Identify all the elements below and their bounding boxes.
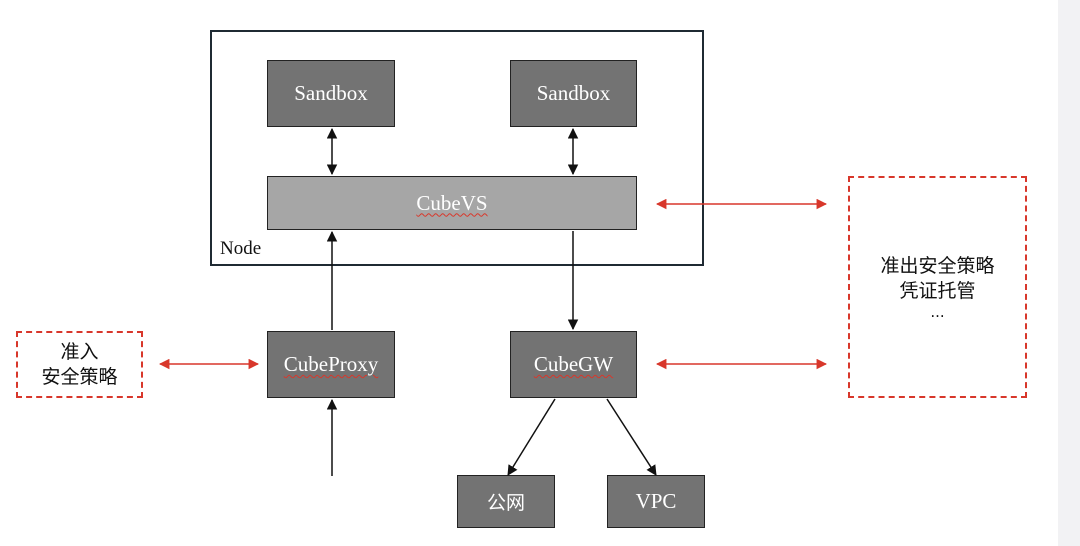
cubegw-box: CubeGW — [510, 331, 637, 398]
sandbox-left-label: Sandbox — [294, 81, 368, 105]
cubevs-label: CubeVS — [416, 190, 488, 215]
cubegw-label: CubeGW — [533, 352, 614, 376]
sandbox-right-label: Sandbox — [536, 81, 611, 105]
ingress-policy-box: 准入 安全策略 — [16, 331, 143, 398]
cubeproxy-label: CubeProxy — [283, 352, 379, 376]
vpc-label: VPC — [635, 489, 677, 513]
cubegw-to-vpc-arrow — [606, 398, 657, 476]
egress-policy-line1: 准出安全策略 — [880, 255, 995, 277]
egress-policy-box: 准出安全策略 凭证托管 ... — [848, 176, 1027, 398]
cubeproxy-box: CubeProxy — [267, 331, 395, 398]
scrollbar-strip — [1058, 0, 1080, 546]
cubevs-box: CubeVS — [267, 176, 637, 230]
cubegw-to-public-arrow — [507, 398, 556, 476]
node-label: Node — [220, 238, 262, 259]
ingress-policy-line2: 安全策略 — [41, 365, 118, 388]
sandbox-left-box: Sandbox — [267, 60, 395, 127]
egress-policy-line3: ... — [930, 303, 945, 321]
public-network-label: 公网 — [486, 492, 525, 514]
ingress-policy-line1: 准入 — [60, 340, 99, 363]
node-frame — [210, 30, 704, 266]
egress-policy-line2: 凭证托管 — [899, 280, 976, 302]
public-network-box: 公网 — [457, 475, 555, 528]
sandbox-right-box: Sandbox — [510, 60, 637, 127]
